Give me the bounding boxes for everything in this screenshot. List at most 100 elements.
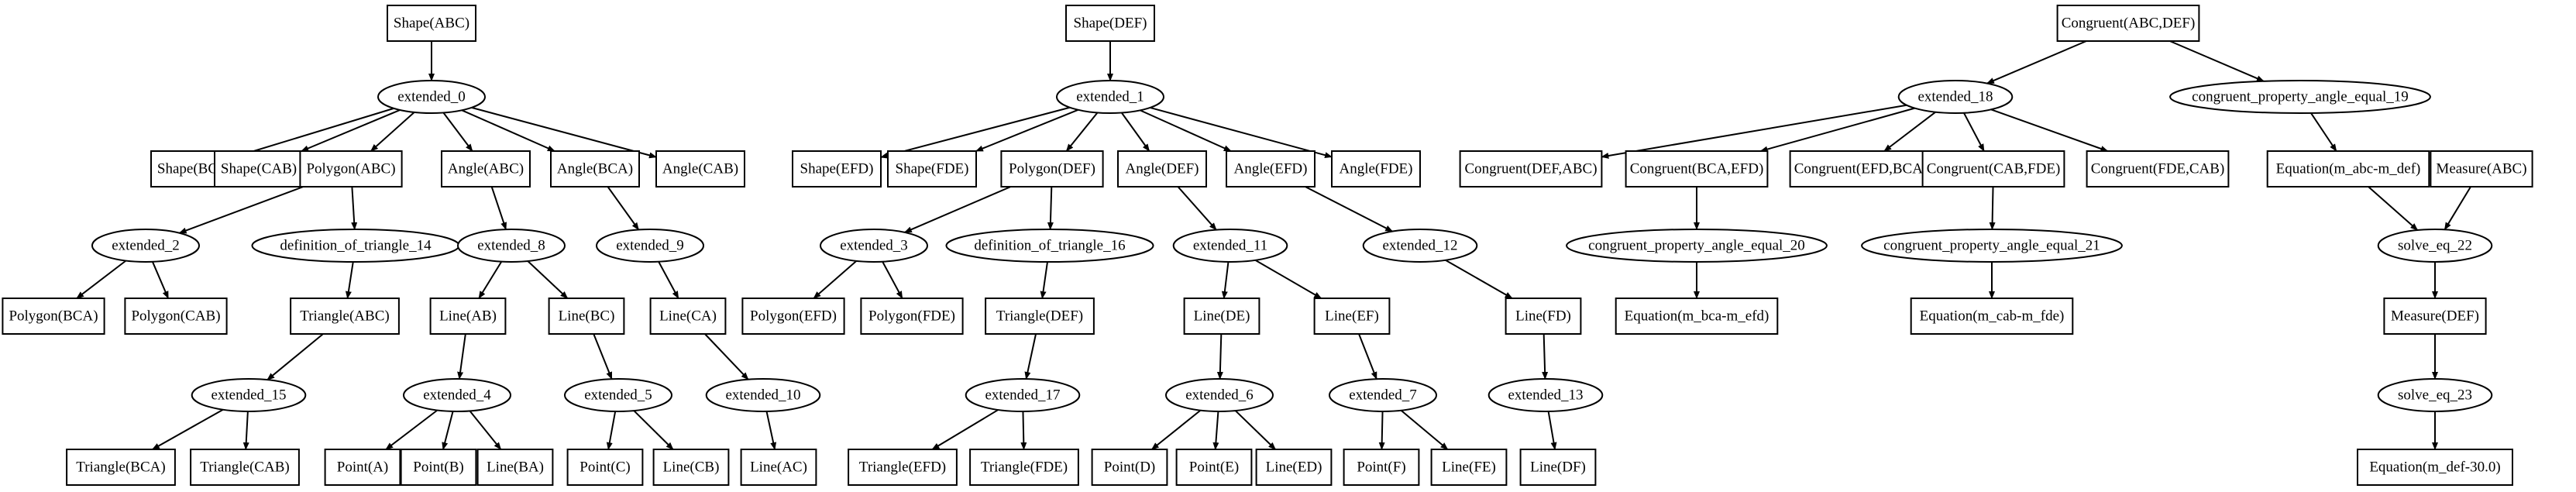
node-label: Angle(FDE) <box>1340 161 1413 177</box>
graph-node-ellipse: congruent_property_angle_equal_21 <box>1861 229 2123 263</box>
node-label: Congruent(EFD,BCA) <box>1794 161 1928 177</box>
node-label: Congruent(FDE,CAB) <box>2091 161 2225 177</box>
node-box-shape <box>649 298 727 335</box>
graph-node-box: Point(F) <box>1343 449 1420 486</box>
graph-node-ellipse: extended_9 <box>596 229 704 263</box>
graph-edge <box>469 410 502 450</box>
graph-edge <box>1065 112 1099 152</box>
node-label: extended_0 <box>397 89 466 105</box>
node-label: Point(D) <box>1104 459 1156 476</box>
graph-edge <box>442 411 454 450</box>
graph-edge <box>813 260 857 299</box>
graph-edge <box>607 186 640 231</box>
node-box-shape <box>1091 449 1168 486</box>
node-box-shape <box>290 298 400 335</box>
node-ellipse-shape <box>965 378 1081 412</box>
node-box-shape <box>2266 150 2430 188</box>
node-label: Point(B) <box>413 459 463 476</box>
graph-edge <box>765 411 777 450</box>
graph-node-ellipse: extended_18 <box>1897 80 2014 114</box>
graph-node-box: Angle(FDE) <box>1331 150 1421 188</box>
node-label: Triangle(ABC) <box>300 308 389 325</box>
graph-node-ellipse: extended_10 <box>705 378 821 412</box>
node-box-shape <box>741 298 845 335</box>
graph-edge <box>931 409 999 450</box>
node-label: extended_4 <box>423 387 491 404</box>
graph-node-box: Polygon(DEF) <box>1000 150 1104 188</box>
graph-edge <box>151 408 224 450</box>
node-ellipse-shape <box>1487 378 1604 412</box>
graph-edge <box>593 333 613 380</box>
graph-node-box: Line(ED) <box>1255 449 1333 486</box>
graph-edge <box>1547 411 1557 450</box>
graph-node-box: Polygon(FDE) <box>860 298 964 335</box>
graph-node-box: Line(DE) <box>1183 298 1260 335</box>
graph-edge <box>2169 40 2265 82</box>
node-ellipse-shape <box>1566 229 1828 263</box>
node-box-shape <box>1921 150 2065 188</box>
graph-node-box: Triangle(EFD) <box>848 449 958 486</box>
graph-node-ellipse: extended_1 <box>1056 80 1164 114</box>
graph-edge <box>2444 186 2471 231</box>
graph-edge <box>1400 409 1449 450</box>
node-label: Polygon(ABC) <box>306 161 395 177</box>
node-box-shape <box>2357 449 2513 486</box>
node-label: Shape(DEF) <box>1074 15 1147 32</box>
node-box-shape <box>1255 449 1333 486</box>
node-box-shape <box>324 449 401 486</box>
graph-node-box: Angle(DEF) <box>1117 150 1207 188</box>
graph-node-ellipse: extended_5 <box>564 378 672 412</box>
node-ellipse-shape <box>2169 80 2431 114</box>
graph-edge <box>1177 186 1217 231</box>
graph-node-box: Line(EF) <box>1313 298 1391 335</box>
node-box-shape <box>1343 449 1420 486</box>
graph-node-box: Point(E) <box>1175 449 1253 486</box>
node-box-shape <box>441 150 531 188</box>
graph-node-ellipse: solve_eq_22 <box>2377 229 2493 263</box>
graph-node-box: Line(FE) <box>1430 449 1508 486</box>
graph-edge <box>370 112 415 152</box>
node-label: Line(ED) <box>1266 459 1322 476</box>
graph-node-box: Angle(BCA) <box>550 150 640 188</box>
node-ellipse-shape <box>457 229 566 263</box>
graph-edge <box>457 333 466 380</box>
graph-node-box: Polygon(CAB) <box>124 298 228 335</box>
graph-edge <box>633 410 674 450</box>
node-label: Polygon(DEF) <box>1009 161 1095 177</box>
node-label: solve_eq_23 <box>2398 387 2472 404</box>
node-label: Line(DF) <box>1530 459 1586 476</box>
graph-edge <box>490 186 507 231</box>
graph-node-box: Congruent(FDE,CAB) <box>2086 150 2230 188</box>
graph-edge <box>385 409 439 450</box>
node-label: Equation(m_cab-m_fde) <box>1920 308 2065 325</box>
graph-edge <box>242 411 249 450</box>
node-ellipse-shape <box>596 229 704 263</box>
node-label: definition_of_triangle_14 <box>280 238 432 254</box>
graph-edge <box>1542 333 1549 380</box>
node-label: Congruent(ABC,DEF) <box>2062 15 2196 32</box>
node-label: congruent_property_angle_equal_20 <box>1588 238 1805 254</box>
node-box-shape <box>2430 150 2533 188</box>
node-box-shape <box>1625 150 1769 188</box>
node-label: Line(EF) <box>1325 308 1379 325</box>
graph-node-box: Line(FD) <box>1505 298 1582 335</box>
node-label: extended_11 <box>1193 238 1267 254</box>
graph-node-box: Shape(EFD) <box>792 150 882 188</box>
graph-node-box: Line(BA) <box>476 449 554 486</box>
node-label: Shape(FDE) <box>896 161 969 177</box>
graph-node-box: Equation(m_abc-m_def) <box>2266 150 2430 188</box>
graph-edge <box>478 261 503 299</box>
graph-node-box: Congruent(EFD,BCA) <box>1789 150 1933 188</box>
graph-edge <box>606 411 617 450</box>
graph-node-box: Angle(EFD) <box>1226 150 1316 188</box>
node-box-shape <box>400 449 477 486</box>
graph-edge <box>1989 186 1996 230</box>
graph-node-box: Polygon(ABC) <box>299 150 403 188</box>
node-label: Shape(EFD) <box>800 161 874 177</box>
graph-node-box: Congruent(CAB,FDE) <box>1921 150 2065 188</box>
node-label: Line(BA) <box>487 459 544 476</box>
graph-node-box: Polygon(EFD) <box>741 298 845 335</box>
node-box-shape <box>652 449 730 486</box>
node-label: Line(CB) <box>663 459 720 476</box>
node-label: Triangle(BCA) <box>76 459 165 476</box>
